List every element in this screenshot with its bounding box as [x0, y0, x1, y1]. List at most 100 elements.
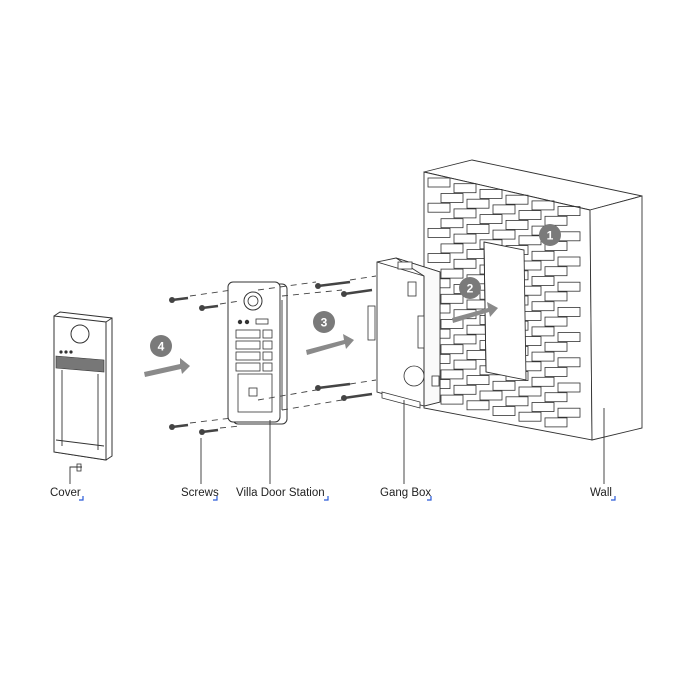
brick [505, 396, 529, 407]
label-marker-icon [79, 496, 84, 501]
screw [199, 304, 219, 311]
brick [479, 390, 503, 401]
brick [544, 316, 568, 327]
cover-panel [53, 311, 113, 472]
brick [492, 204, 516, 215]
brick [440, 268, 464, 279]
brick [440, 369, 464, 380]
brick [544, 417, 568, 428]
brick [544, 291, 568, 302]
brick [479, 214, 503, 225]
brick [453, 384, 477, 395]
screw [169, 423, 189, 430]
brick [531, 276, 555, 286]
step-badge-3: 3 [313, 311, 335, 333]
brick [557, 256, 581, 267]
arrow-step-4 [144, 358, 190, 377]
brick [544, 392, 568, 403]
brick [440, 218, 464, 229]
anchor-screw [315, 382, 351, 391]
station-call-button [262, 351, 273, 361]
step-number: 3 [321, 316, 328, 330]
brick [544, 215, 568, 226]
brick [531, 402, 555, 412]
brick [427, 202, 451, 213]
brick [453, 334, 477, 345]
brick [531, 376, 555, 387]
brick [531, 326, 555, 337]
brick [518, 411, 542, 422]
brick [557, 306, 581, 317]
station-call-button [262, 362, 273, 372]
leader-lines [69, 400, 605, 484]
step-badge-1: 1 [539, 224, 561, 246]
arrow-step-3 [306, 334, 354, 355]
brick [505, 219, 529, 230]
brick [466, 198, 490, 209]
station-label-slot [235, 351, 261, 361]
step-number: 1 [547, 229, 554, 243]
brick [440, 293, 464, 304]
brick [440, 243, 464, 254]
screws [169, 280, 373, 435]
brick [479, 188, 503, 199]
brick [505, 194, 529, 205]
brick [557, 407, 581, 418]
step-badge-2: 2 [459, 277, 481, 299]
brick [557, 332, 581, 343]
brick [557, 357, 581, 368]
component-labels: Cover Screws Villa Door Station Gang Box… [50, 487, 616, 501]
station-label-slot [235, 329, 261, 339]
screw [169, 296, 189, 303]
brick [544, 367, 568, 377]
brick [557, 206, 581, 217]
anchor-screw [341, 288, 373, 297]
label-marker-icon [324, 496, 329, 501]
step-number: 4 [158, 340, 165, 354]
brick [453, 258, 477, 269]
label-villa-door-station: Villa Door Station [236, 487, 325, 499]
brick [453, 233, 477, 244]
anchor-screw [315, 280, 351, 289]
brick [557, 281, 581, 292]
brick [492, 406, 516, 416]
brick [453, 183, 477, 194]
brick [492, 380, 516, 391]
step-number: 2 [467, 282, 474, 296]
station-label-slot [235, 362, 261, 372]
brick [531, 351, 555, 362]
label-cover: Cover [50, 487, 81, 499]
step-badge-4: 4 [150, 335, 172, 357]
brick [557, 382, 581, 393]
brick [453, 359, 477, 370]
brick [466, 400, 490, 411]
brick [427, 227, 451, 238]
station-button-rows [235, 329, 273, 372]
brick [466, 375, 490, 386]
label-marker-icon [611, 496, 616, 501]
brick [453, 208, 477, 219]
screw [199, 428, 219, 435]
label-marker-icon [427, 496, 432, 501]
label-screws: Screws [181, 487, 219, 499]
brick [531, 301, 555, 312]
label-gang-box: Gang Box [380, 487, 431, 499]
wall [423, 159, 643, 441]
brick [531, 200, 555, 211]
brick [492, 229, 516, 240]
label-wall: Wall [590, 487, 612, 499]
station-call-button [262, 340, 273, 350]
brick [531, 250, 555, 261]
brick [427, 253, 451, 264]
anchor-screw [341, 392, 373, 401]
step-arrows [144, 302, 498, 377]
station-label-slot [235, 340, 261, 350]
arrow-step-2 [452, 302, 498, 323]
gang-box [367, 257, 441, 409]
brick [466, 223, 490, 234]
station-call-button [262, 329, 273, 339]
brick [544, 266, 568, 277]
alignment-guides [189, 275, 377, 429]
brick [440, 344, 464, 355]
